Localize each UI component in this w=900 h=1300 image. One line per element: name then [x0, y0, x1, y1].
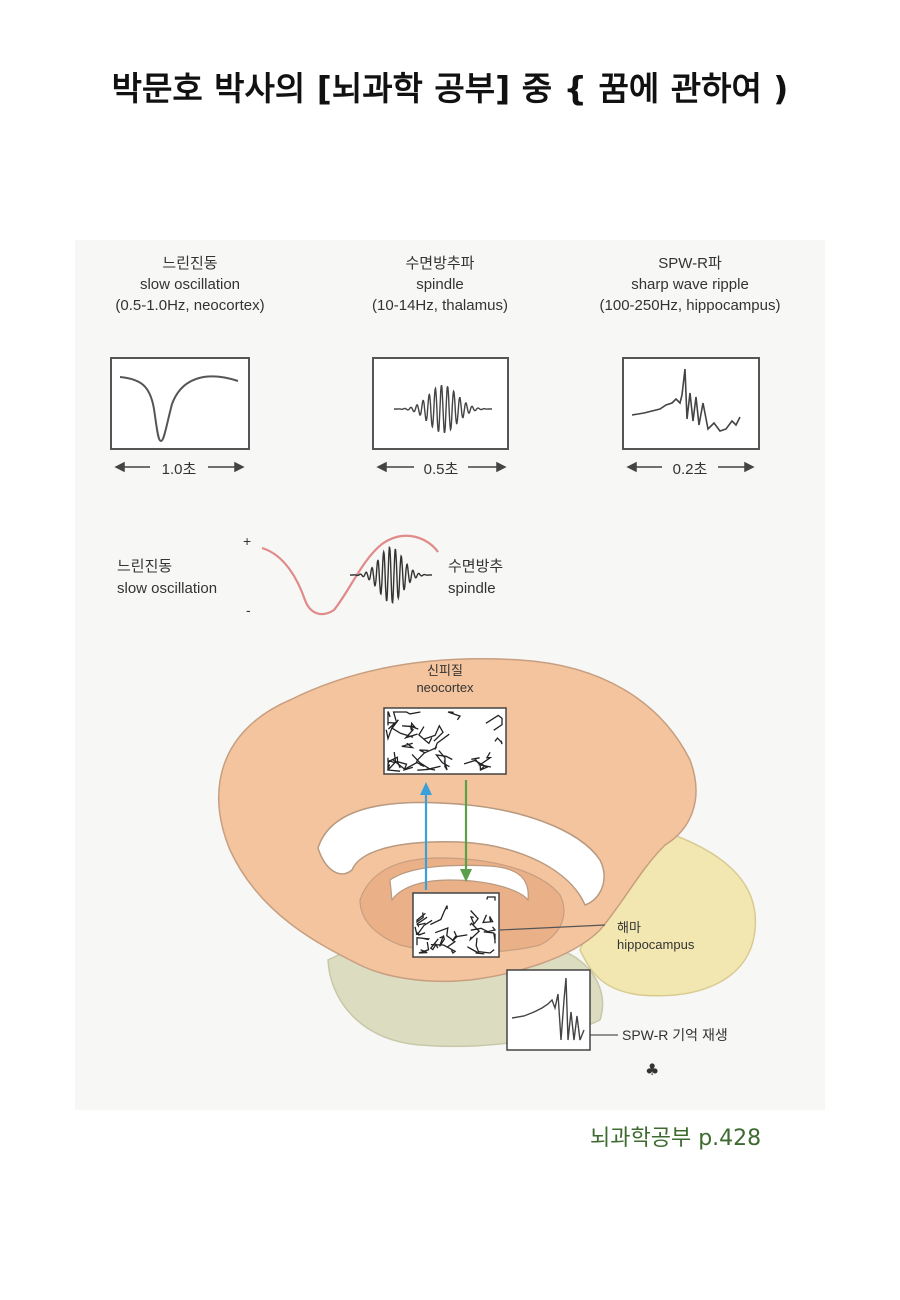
sharp-wave-ripple-caption: SPW-R파 sharp wave ripple (100-250Hz, hip… — [570, 253, 810, 316]
neural-fiber — [402, 721, 417, 731]
sharp-wave-ripple-duration: 0.2초 — [672, 461, 708, 478]
neural-fiber — [424, 733, 450, 754]
replay-inset-wave — [511, 977, 585, 1041]
caption-english: spindle — [416, 276, 464, 293]
hippocampus-band — [389, 864, 529, 902]
temporal-region — [579, 829, 757, 997]
neural-fiber — [447, 711, 462, 721]
neural-fiber — [415, 919, 433, 936]
replay-inset-box — [506, 969, 591, 1051]
neural-fiber — [423, 724, 444, 742]
slow-oscillation-curve — [261, 534, 439, 616]
minus-sign: - — [246, 602, 251, 618]
spindle-duration: 0.5초 — [423, 461, 459, 478]
neural-fiber — [418, 941, 430, 954]
down-arrow-head — [460, 869, 472, 882]
neural-fiber — [486, 896, 496, 901]
neural-fiber — [430, 943, 457, 954]
neural-fiber — [387, 711, 391, 726]
slow-oscillation-panel — [110, 357, 250, 450]
neural-fiber — [494, 737, 503, 745]
hippocampus-korean: 해마 — [617, 920, 641, 935]
neural-fiber — [475, 937, 495, 954]
coupling-right-korean: 수면방추 — [448, 558, 504, 575]
coupling-right-english: spindle — [448, 580, 496, 597]
caption-korean: 수면방추파 — [405, 255, 475, 272]
spindle-caption: 수면방추파 spindle (10-14Hz, thalamus) — [340, 253, 540, 316]
neural-fiber — [469, 922, 481, 942]
coupling-left-english: slow oscillation — [117, 580, 218, 597]
neocortex-korean: 신피질 — [427, 663, 463, 678]
coupling-left-label: 느린진동 slow oscillation — [117, 556, 217, 600]
neural-fiber — [385, 721, 396, 742]
corpus-callosum — [317, 801, 605, 906]
caption-english: sharp wave ripple — [631, 276, 749, 293]
neural-fiber — [392, 711, 421, 721]
neural-fiber — [417, 765, 441, 771]
caption-english: slow oscillation — [139, 276, 241, 293]
neural-fiber — [483, 931, 496, 944]
slow-oscillation-wave — [119, 375, 239, 443]
clover-mark: ♣ — [645, 1060, 659, 1079]
neural-fiber — [416, 936, 431, 946]
neural-fiber — [418, 726, 433, 745]
hippocampus-english: hippocampus — [617, 937, 695, 952]
caption-detail: (0.5-1.0Hz, neocortex) — [115, 297, 265, 314]
neural-fiber — [430, 905, 448, 926]
neocortex-english: neocortex — [416, 680, 474, 695]
neural-fiber — [434, 754, 453, 768]
neural-fiber — [415, 749, 429, 764]
hippocampus-pointer-line — [499, 924, 606, 931]
page-title: 박문호 박사의 [뇌과학 공부] 중 { 꿈에 관하여 ) — [111, 69, 789, 108]
hippocampus-network-box — [412, 892, 500, 958]
slow-oscillation-caption: 느린진동 slow oscillation (0.5-1.0Hz, neocor… — [90, 253, 290, 316]
neural-fiber — [438, 935, 445, 947]
neural-fiber — [463, 759, 489, 771]
replay-label: SPW-R 기억 재생 — [622, 1027, 728, 1043]
neural-fiber — [416, 912, 426, 924]
slow-oscillation-duration: 1.0초 — [161, 461, 197, 478]
neural-fiber — [401, 742, 415, 749]
source-citation: 뇌과학공부 p.428 — [590, 1126, 762, 1151]
sharp-wave-ripple-wave — [631, 368, 741, 432]
neural-fiber — [386, 751, 401, 772]
up-arrow-head — [420, 782, 432, 795]
hippocampus-label: 해마 hippocampus — [617, 919, 694, 953]
caption-korean: 느린진동 — [162, 255, 218, 272]
caption-detail: (10-14Hz, thalamus) — [372, 297, 508, 314]
neural-fiber — [387, 759, 396, 771]
neocortex-label: 신피질 neocortex — [370, 662, 520, 696]
spindle-panel — [372, 357, 509, 450]
caption-detail: (100-250Hz, hippocampus) — [599, 297, 781, 314]
neural-fiber — [469, 910, 479, 926]
neural-fiber — [485, 714, 503, 731]
neural-fiber — [467, 946, 485, 955]
neural-fiber — [414, 926, 426, 936]
neural-fiber — [416, 916, 428, 928]
neural-fiber — [482, 914, 494, 924]
spindle-wave — [394, 384, 492, 434]
neural-fiber — [394, 760, 413, 772]
plus-sign: + — [243, 533, 252, 549]
spindle-burst — [350, 545, 432, 605]
sharp-wave-ripple-panel — [622, 357, 760, 450]
neural-fiber — [451, 930, 468, 942]
caption-korean: SPW-R파 — [658, 255, 722, 272]
neural-fiber — [471, 757, 482, 771]
coupling-left-korean: 느린진동 — [117, 558, 173, 575]
coupling-right-label: 수면방추 spindle — [448, 556, 503, 600]
neural-fiber — [434, 927, 457, 948]
